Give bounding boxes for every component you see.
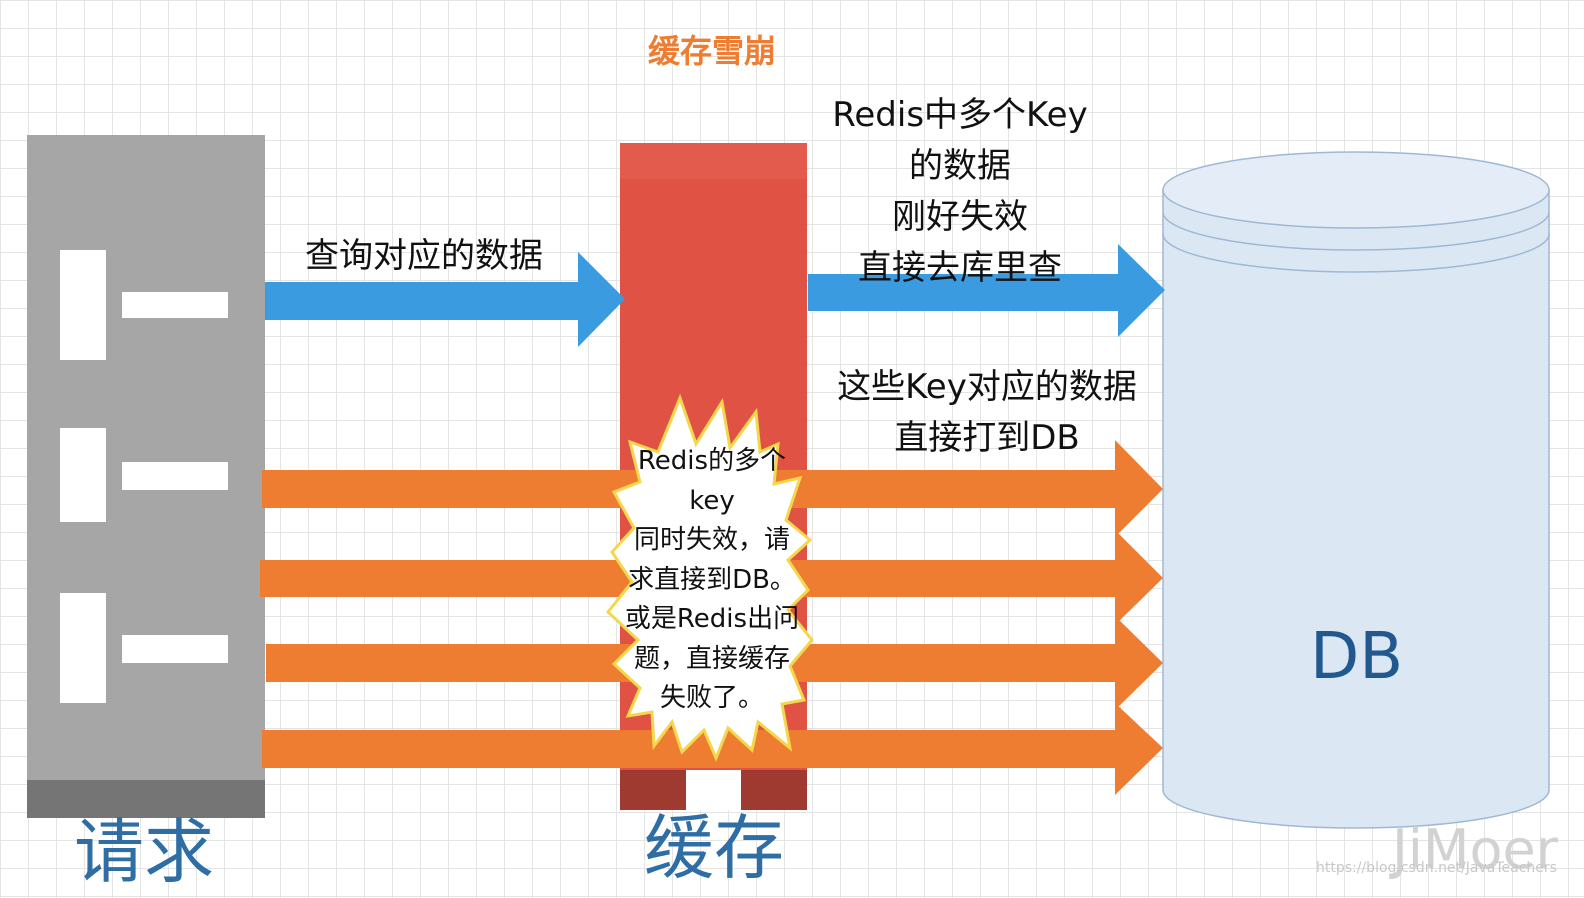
- burst-note-line: key: [689, 485, 735, 516]
- server-slot: [122, 462, 228, 490]
- bottom-note-line: 这些Key对应的数据: [837, 367, 1137, 407]
- bottom-note: 这些Key对应的数据 直接打到DB: [820, 362, 1154, 464]
- request-server-icon: [27, 135, 265, 818]
- diagram-title: 缓存雪崩: [647, 32, 776, 70]
- bottom-note-line: 直接打到DB: [894, 418, 1080, 458]
- db-query-arrow: [808, 244, 1165, 337]
- request-label: 请求: [74, 811, 214, 893]
- db-ring: [1162, 211, 1550, 251]
- watermark-url: https://blog.csdn.net/JavaTeachers: [1316, 860, 1557, 876]
- server-slot: [122, 292, 228, 318]
- server-slot: [60, 250, 106, 360]
- server-slot: [60, 593, 106, 703]
- db-ring: [1162, 233, 1550, 273]
- db-top: [1162, 151, 1550, 229]
- database-cylinder-icon: [1162, 151, 1550, 829]
- cache-foot-gap: [686, 770, 741, 810]
- cache-top: [620, 143, 807, 179]
- burst-note-line: 同时失效，请: [633, 525, 790, 555]
- server-base: [27, 780, 265, 818]
- top-note-line: Redis中多个Key: [832, 95, 1088, 135]
- query-label: 查询对应的数据: [305, 236, 543, 276]
- query-arrow: [265, 252, 625, 347]
- top-note-line: 的数据: [909, 146, 1011, 186]
- db-label: DB: [1310, 620, 1404, 694]
- cache-foot-left: [620, 770, 686, 810]
- failure-burst-shape: [605, 393, 814, 762]
- cache-foot-right: [741, 770, 807, 810]
- watermark-brand: JiMoer: [1392, 818, 1558, 881]
- server-slot: [60, 428, 106, 522]
- top-note: Redis中多个Key 的数据 刚好失效 直接去库里查: [810, 90, 1110, 294]
- burst-note-line: 或是Redis出问: [624, 604, 800, 634]
- burst-note: Redis的多个 key 同时失效，请 求直接到DB。 或是Redis出问 题，…: [612, 442, 812, 719]
- cache-label: 缓存: [644, 807, 784, 889]
- db-body: [1162, 189, 1550, 829]
- top-note-line: 刚好失效: [892, 197, 1028, 237]
- server-slot: [122, 635, 228, 663]
- burst-note-line: Redis的多个: [637, 446, 787, 476]
- burst-note-line: 题，直接缓存: [633, 643, 790, 674]
- burst-note-line: 求直接到DB。: [628, 564, 796, 595]
- top-note-line: 直接去库里查: [858, 248, 1062, 288]
- burst-note-line: 失败了。: [659, 683, 764, 713]
